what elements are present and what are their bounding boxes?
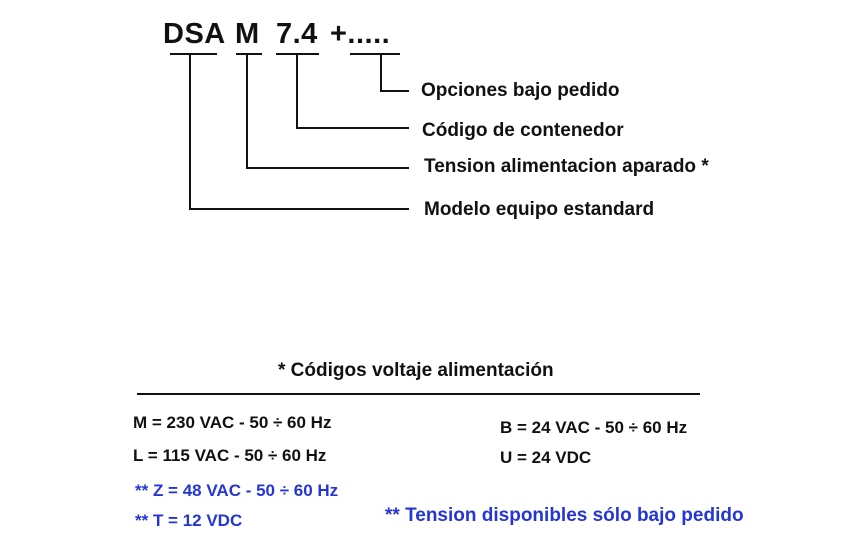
voltage-code-u: U = 24 VDC — [500, 448, 592, 467]
connector-codigo — [296, 54, 409, 129]
voltage-codes-title: * Códigos voltaje alimentación — [278, 360, 554, 381]
voltage-code-m: M = 230 VAC - 50 ÷ 60 Hz — [133, 413, 332, 432]
callout-model-label: Modelo equipo estandard — [424, 199, 655, 220]
code-segment-container: 7.4 — [276, 18, 318, 50]
callout-voltage-label: Tension alimentacion aparado * — [424, 156, 709, 177]
on-request-note: ** Tension disponibles sólo bajo pedido — [385, 505, 744, 526]
callout-container-label: Código de contenedor — [422, 120, 624, 141]
connector-opciones — [380, 54, 409, 92]
voltage-code-z: ** Z = 48 VAC - 50 ÷ 60 Hz — [135, 481, 339, 500]
connector-tension — [246, 54, 409, 169]
code-segment-model: DSA — [163, 18, 226, 50]
code-segment-voltage: M — [235, 18, 260, 50]
voltage-code-b: B = 24 VAC - 50 ÷ 60 Hz — [500, 418, 688, 437]
callout-options-label: Opciones bajo pedido — [421, 80, 620, 101]
code-segment-options: +..... — [330, 18, 391, 50]
voltage-code-l: L = 115 VAC - 50 ÷ 60 Hz — [133, 446, 327, 465]
connector-modelo — [189, 54, 409, 210]
voltage-code-t: ** T = 12 VDC — [135, 511, 243, 530]
